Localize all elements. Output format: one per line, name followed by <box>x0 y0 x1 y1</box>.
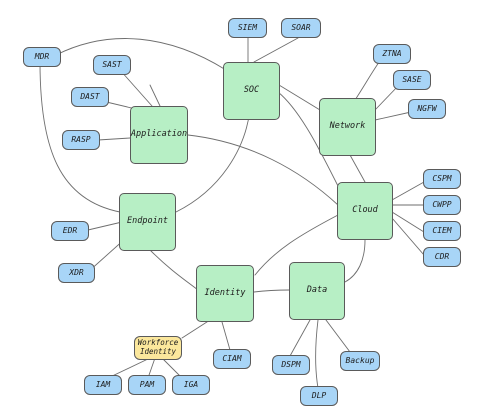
node-application[interactable]: Application <box>130 106 188 164</box>
edge-data-backup <box>325 319 351 353</box>
edge-application-rasp <box>97 137 131 141</box>
edge-identity-workforce <box>181 319 211 339</box>
edge-data-dspm <box>289 319 311 357</box>
node-ngfw[interactable]: NGFW <box>408 99 446 119</box>
node-identity[interactable]: Identity <box>196 265 254 322</box>
edge-data-dlp <box>315 319 319 389</box>
node-dspm[interactable]: DSPM <box>272 355 310 375</box>
node-sase[interactable]: SASE <box>393 70 431 90</box>
edge-network-cloud <box>349 154 366 183</box>
node-dlp[interactable]: DLP <box>300 386 338 406</box>
node-cwpp[interactable]: CWPP <box>423 195 461 215</box>
node-cdr[interactable]: CDR <box>423 247 461 267</box>
node-xdr[interactable]: XDR <box>58 263 95 283</box>
node-data[interactable]: Data <box>289 262 345 320</box>
edge-cloud-identity <box>254 214 339 276</box>
edge-identity-data <box>253 289 291 293</box>
node-siem[interactable]: SIEM <box>228 18 267 38</box>
node-edr[interactable]: EDR <box>51 221 89 241</box>
edge-application-cloud <box>187 134 339 206</box>
edge-cloud-ciem <box>391 211 425 233</box>
edge-identity-ciam <box>221 321 231 351</box>
node-endpoint[interactable]: Endpoint <box>119 193 176 251</box>
node-iga[interactable]: IGA <box>172 375 210 395</box>
edge-soc-mdr <box>55 38 227 71</box>
node-soar[interactable]: SOAR <box>281 18 321 38</box>
edge-endpoint-identity <box>149 249 199 291</box>
edge-network-ztna <box>354 57 383 101</box>
node-network[interactable]: Network <box>319 98 376 156</box>
edge-application-sast <box>119 69 153 107</box>
node-backup[interactable]: Backup <box>340 351 380 371</box>
node-cloud[interactable]: Cloud <box>337 182 393 240</box>
edge-endpoint-edr <box>87 221 123 231</box>
edge-soc-soar <box>253 37 299 63</box>
node-rasp[interactable]: RASP <box>62 130 100 150</box>
edge-soc-endpoint <box>175 109 251 213</box>
edge-soc-network <box>278 84 321 111</box>
edge-cloud-cdr <box>391 217 425 256</box>
edge-network-ngfw <box>374 111 412 121</box>
node-ciem[interactable]: CIEM <box>423 221 461 241</box>
node-identity-ciam[interactable]: CIAM <box>213 349 251 369</box>
edge-cloud-data <box>344 239 366 283</box>
node-workforce-identity[interactable]: Workforce Identity <box>134 336 182 360</box>
node-iam[interactable]: IAM <box>84 375 122 395</box>
edge-workforce-pam <box>147 357 156 379</box>
node-dast[interactable]: DAST <box>71 87 109 107</box>
node-pam[interactable]: PAM <box>128 375 166 395</box>
node-soc[interactable]: SOC <box>223 62 280 120</box>
edge-workforce-iam <box>107 357 151 379</box>
edge-cloud-cspm <box>391 181 425 201</box>
node-ztna[interactable]: ZTNA <box>373 44 411 64</box>
edge-application-sast-2 <box>149 84 161 107</box>
node-mdr[interactable]: MDR <box>23 47 61 67</box>
node-cspm[interactable]: CSPM <box>423 169 461 189</box>
node-sast[interactable]: SAST <box>93 55 131 75</box>
edge-mdr-endpoint <box>39 61 121 213</box>
edge-soc-cloud <box>277 91 341 191</box>
edge-workforce-iga <box>161 357 183 379</box>
